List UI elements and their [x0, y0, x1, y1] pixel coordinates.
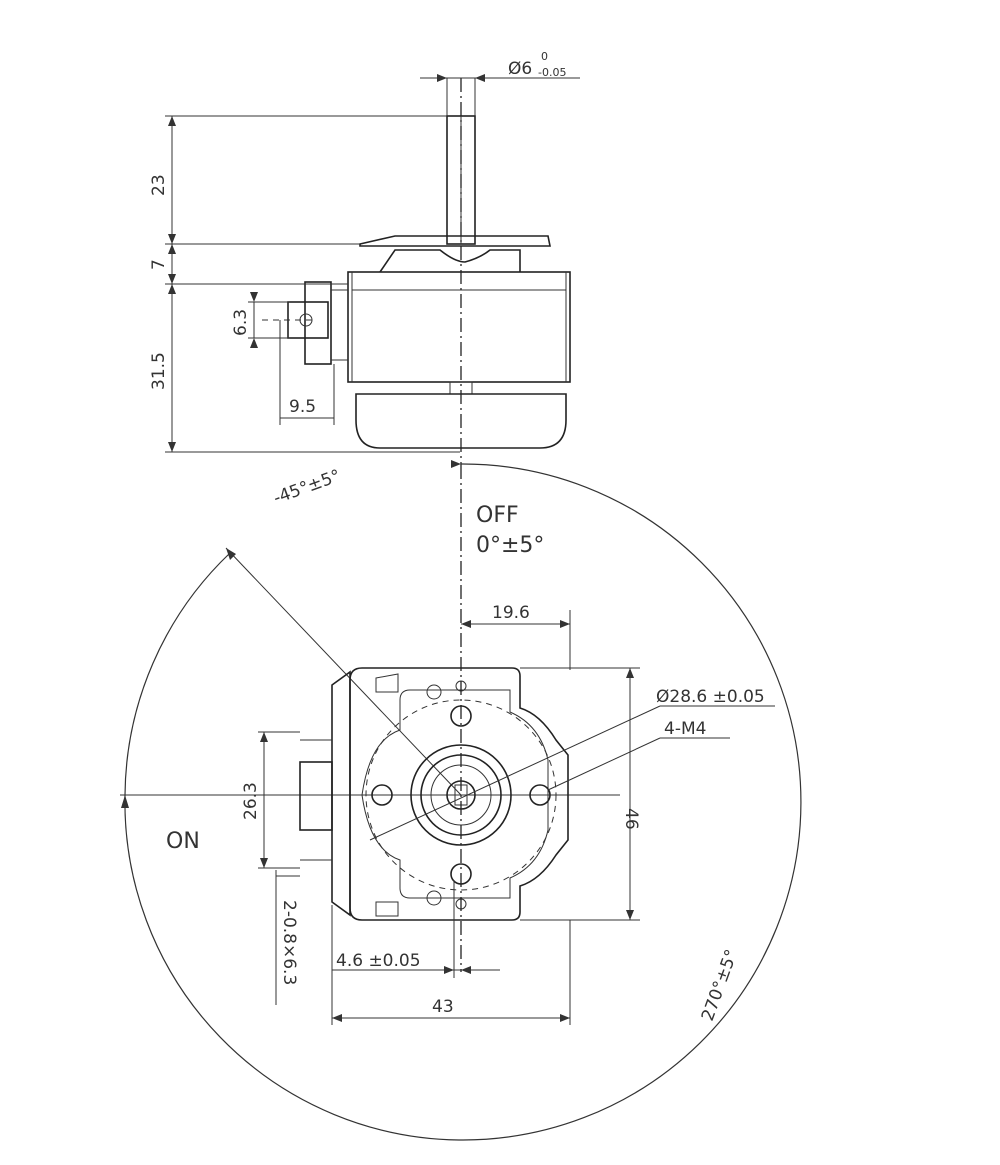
- terminal-tab: [304, 281, 332, 365]
- body-height-label: 31.5: [149, 352, 169, 390]
- side-view: Ø6 0 -0.05 23 7 31.5 6.3 9.5: [149, 50, 580, 465]
- range-angle-label: 270°±5°: [698, 947, 742, 1024]
- width-label: 43: [432, 997, 454, 1017]
- on-label: ON: [166, 829, 200, 854]
- shaft-offset-label: 4.6 ±0.05: [336, 951, 421, 971]
- offset-19-6-label: 19.6: [492, 603, 530, 623]
- shaft-tol-upper: 0: [541, 50, 548, 63]
- terminal-offset-label: 9.5: [289, 397, 316, 417]
- terminal-size-label: 2-0.8×6.3: [279, 900, 299, 985]
- terminal-spacing-label: 26.3: [241, 782, 261, 820]
- front-view: -45°±5° OFF 0°±5° ON 270°±5°: [120, 460, 802, 1141]
- terminal-height-label: 6.3: [231, 309, 251, 336]
- timer-body: [347, 271, 571, 383]
- shaft-tol-lower: -0.05: [538, 66, 566, 79]
- bore-label: Ø28.6 ±0.05: [656, 687, 765, 707]
- shaft-length-label: 23: [149, 174, 169, 196]
- rotation-arc: [124, 463, 802, 1141]
- mounting-plate: [359, 235, 551, 247]
- screws-label: 4-M4: [664, 719, 706, 739]
- off-angle-label: 0°±5°: [476, 533, 544, 558]
- screw-hole-right: [529, 784, 551, 806]
- off-label: OFF: [476, 503, 519, 528]
- flange-label: 7: [149, 259, 169, 270]
- bore-circle: [365, 699, 557, 891]
- height-46-label: 46: [621, 808, 641, 830]
- shaft-dia-label: Ø6: [508, 59, 532, 79]
- start-angle-label: -45°±5°: [271, 466, 343, 509]
- motor-cover: [355, 393, 567, 449]
- side-terminal: [299, 761, 333, 831]
- screw-hole-left: [371, 784, 393, 806]
